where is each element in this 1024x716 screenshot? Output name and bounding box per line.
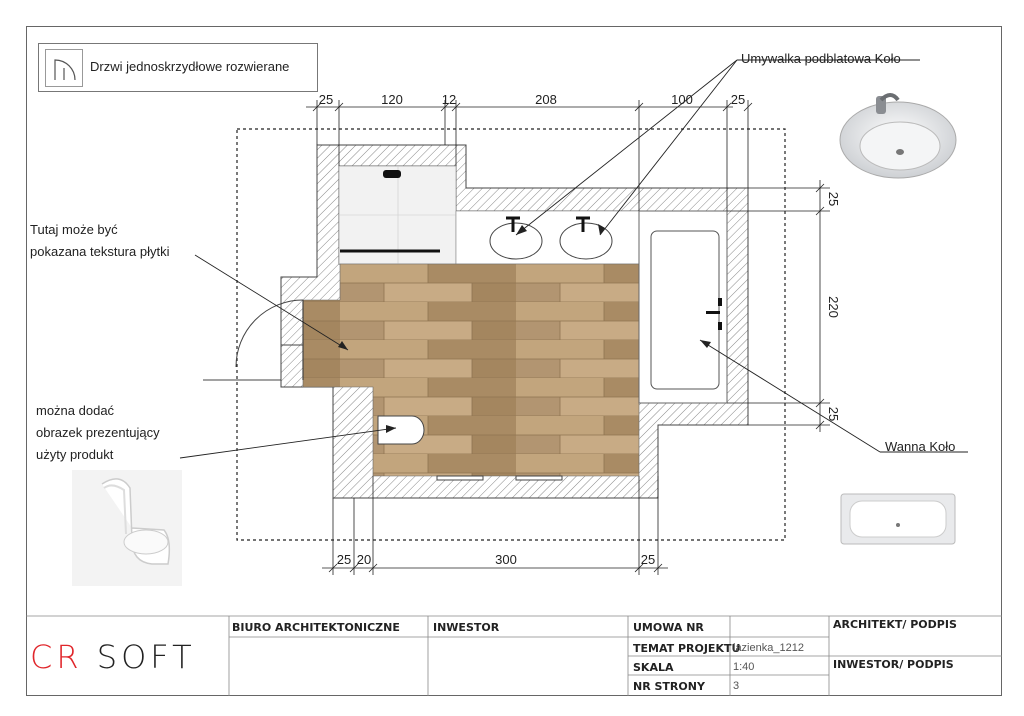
leader-arrows — [338, 224, 711, 433]
door-swing-icon — [54, 59, 76, 81]
tb-scale-value: 1:40 — [733, 661, 755, 673]
dim-bottom-3: 300 — [495, 552, 517, 567]
dim-top-3: 12 — [442, 92, 456, 107]
sink-right-icon — [559, 222, 613, 260]
leader-lines — [179, 59, 881, 459]
company-logo: CR SOFT — [30, 638, 196, 676]
sink-left-icon — [489, 222, 543, 260]
shower-head-icon — [383, 170, 401, 178]
plan-boundary — [236, 128, 786, 541]
note-sink: Umywalka podblatowa Koło — [741, 51, 901, 66]
tb-project-topic: TEMAT PROJEKTU — [633, 642, 741, 655]
logo-soft: SOFT — [96, 638, 196, 676]
tb-investor: INWESTOR — [433, 621, 500, 634]
right-dimensions — [727, 180, 830, 432]
toilet-photo — [72, 470, 182, 586]
note-product: można dodać obrazek prezentujący użyty p… — [36, 403, 160, 462]
tb-office: BIURO ARCHITEKTONICZNE — [232, 621, 400, 634]
bathtub-inner — [650, 230, 720, 390]
top-dimensions — [306, 100, 753, 211]
title-block-grid — [26, 615, 1002, 696]
tb-architect: ARCHITEKT/ PODPIS — [833, 618, 957, 631]
dim-bottom-4: 25 — [641, 552, 655, 567]
dim-bottom-1: 25 — [337, 552, 351, 567]
dim-top-5: 100 — [671, 92, 693, 107]
door-legend-symbol — [45, 49, 83, 87]
toilet-icon — [377, 415, 425, 445]
tb-page-nr: NR STRONY — [633, 680, 705, 693]
dim-right-3: 25 — [826, 407, 841, 421]
window-2 — [515, 475, 563, 481]
tb-page-nr-value: 3 — [733, 680, 740, 692]
dim-top-6: 25 — [731, 92, 745, 107]
tb-project-topic-value: lazienka_1212 — [733, 642, 804, 654]
tb-investor-sign: INWESTOR/ PODPIS — [833, 658, 954, 671]
dim-top-1: 25 — [319, 92, 333, 107]
note-tile: Tutaj może być pokazana tekstura płytki — [30, 222, 170, 259]
legend-box: Drzwi jednoskrzydłowe rozwierane — [38, 43, 318, 92]
door-swing — [235, 299, 304, 368]
note-bath: Wanna Koło — [885, 439, 956, 454]
legend-door-label: Drzwi jednoskrzydłowe rozwierane — [90, 59, 290, 74]
dim-top-4: 208 — [535, 92, 557, 107]
dim-right-1: 25 — [826, 192, 841, 206]
dim-top-2: 120 — [381, 92, 403, 107]
logo-cr: CR — [30, 638, 83, 676]
tb-scale: SKALA — [633, 661, 674, 674]
tb-contract: UMOWA NR — [633, 621, 704, 634]
sink-photo — [839, 93, 957, 179]
dim-bottom-2: 20 — [357, 552, 371, 567]
bottom-dimensions — [322, 476, 668, 575]
dim-right-2: 220 — [826, 296, 841, 318]
bath-faucet-icon — [706, 298, 722, 330]
drawing-sheet — [26, 26, 1002, 696]
window-1 — [436, 475, 484, 481]
bathtub-photo — [840, 493, 956, 545]
